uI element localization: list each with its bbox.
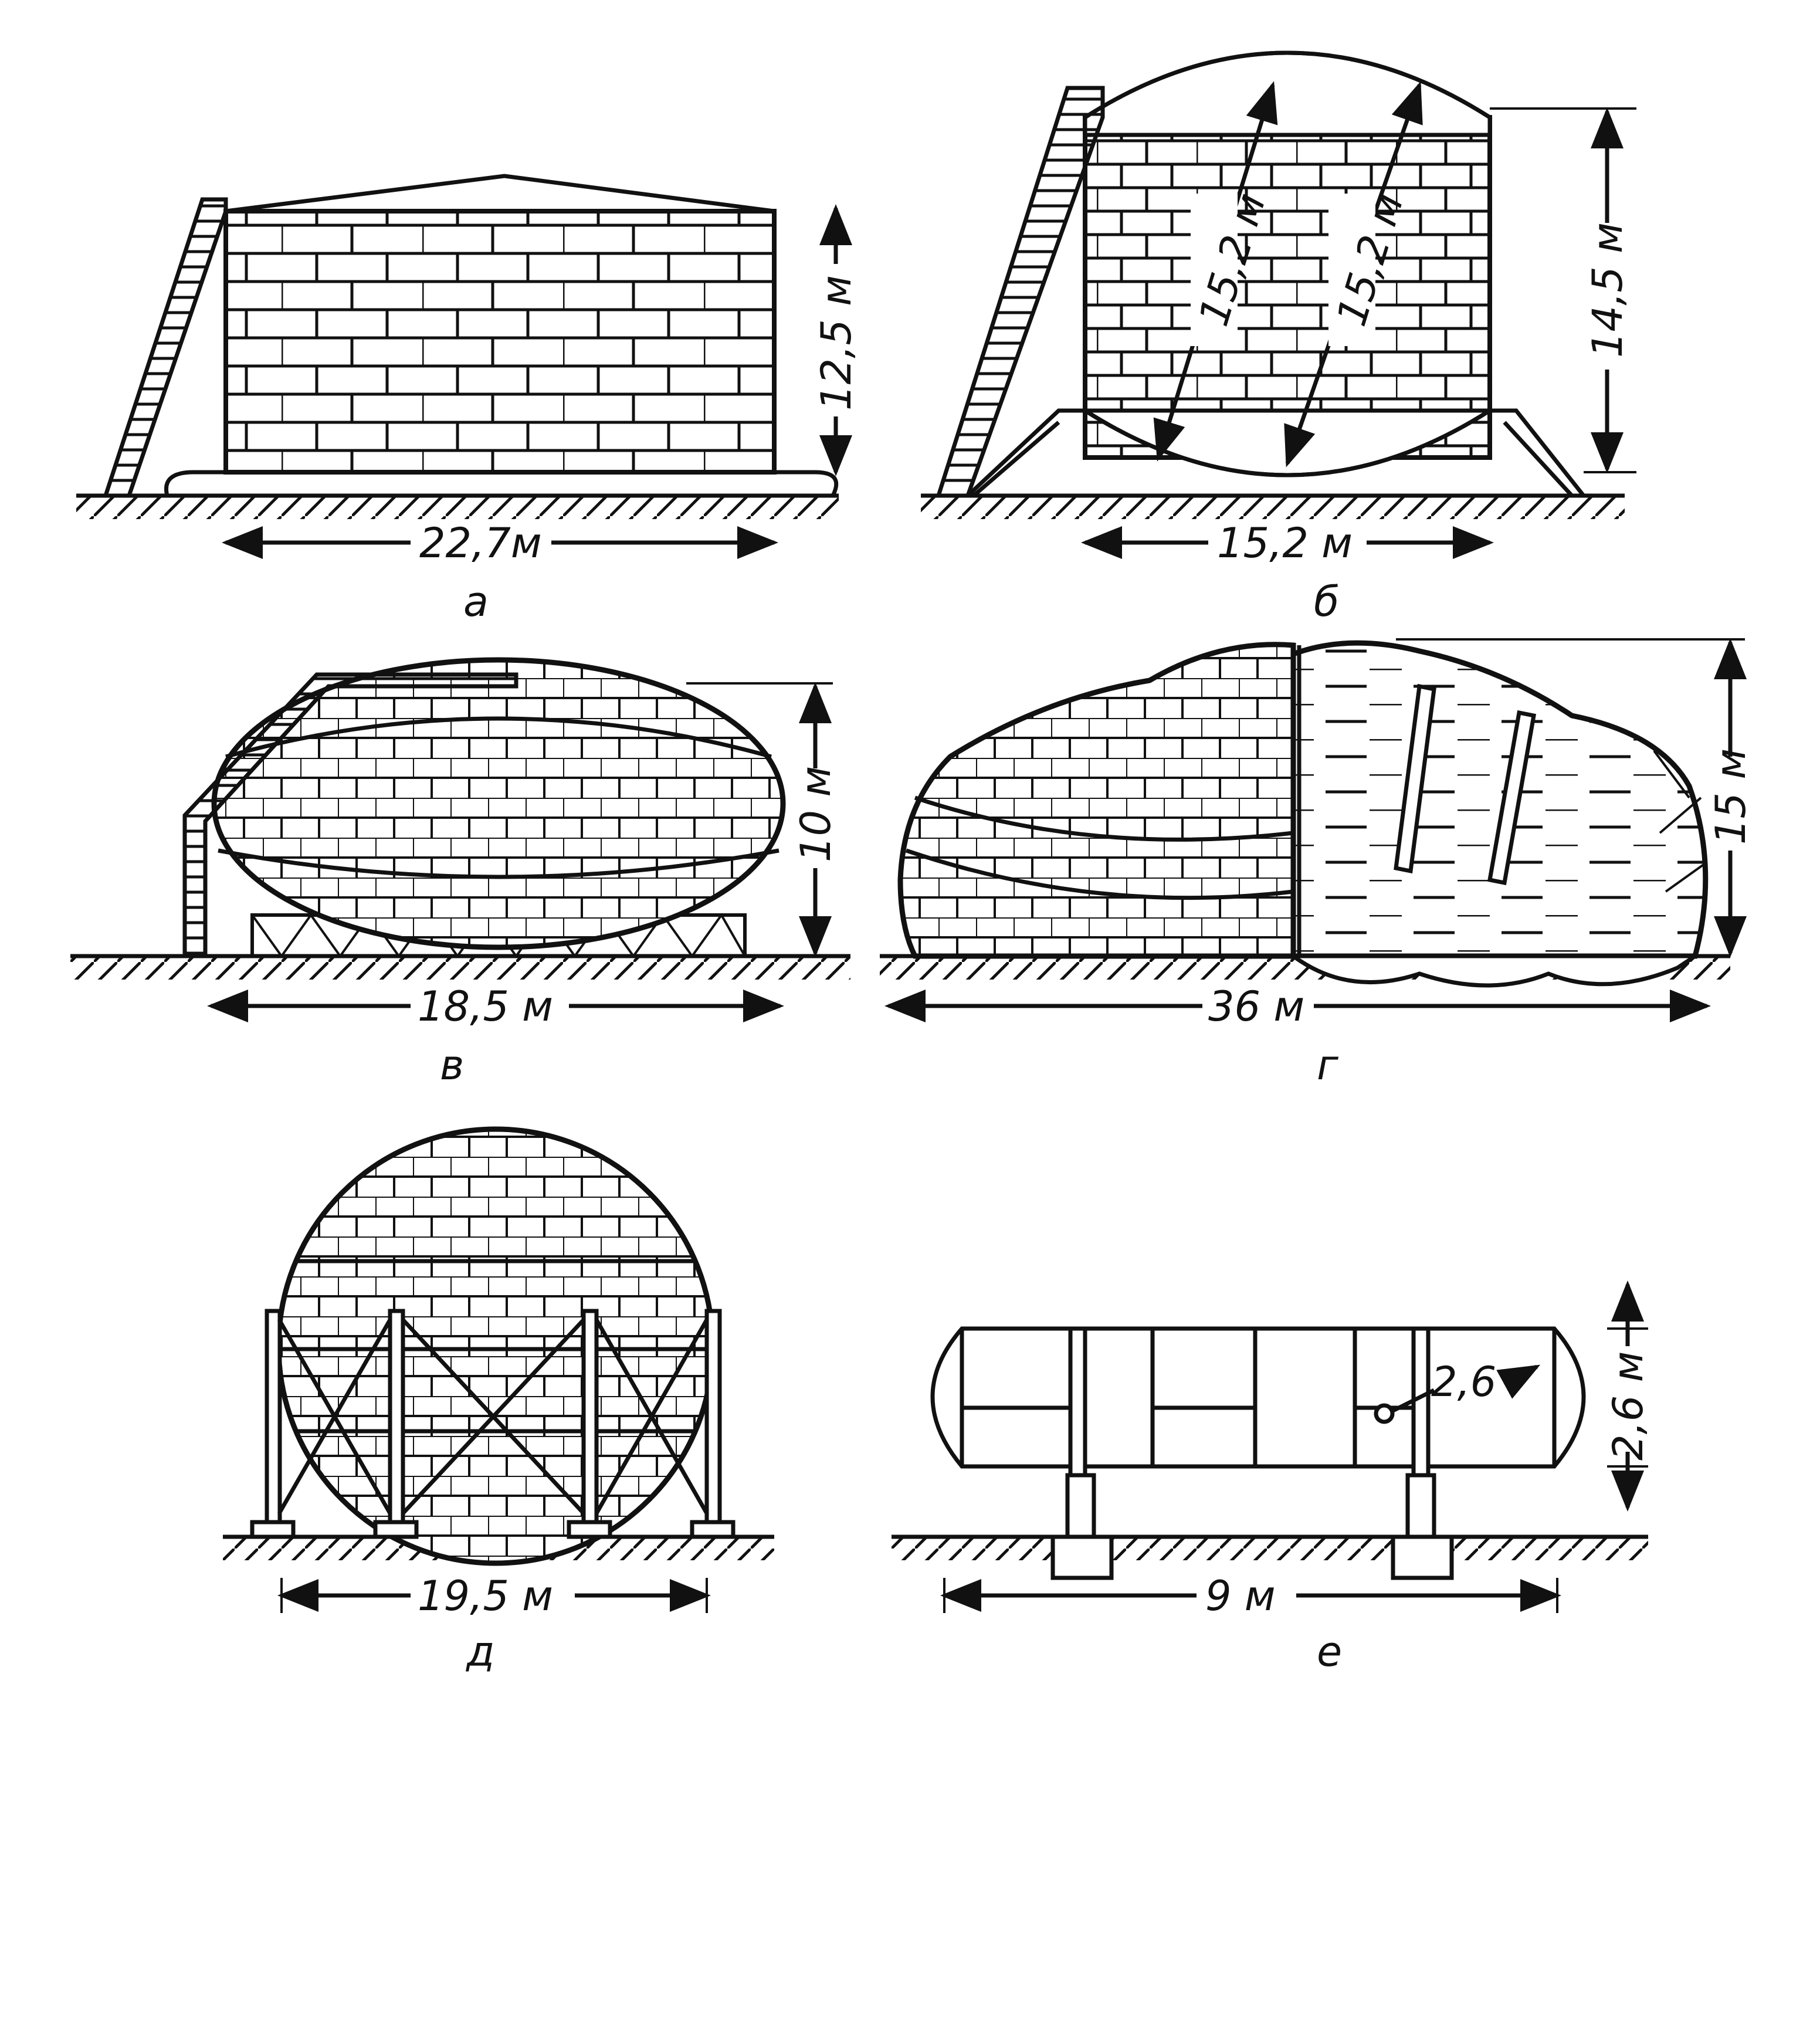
width-gap-e [411,1575,575,1616]
ground-hatch-f [892,1537,1648,1560]
width-gap-d [1202,985,1314,1026]
width-gap-c [411,985,569,1026]
width-label-d: 36 м [1208,982,1304,1031]
width-label-c: 18,5 м [418,982,553,1031]
spheroid-tank-section-d [1290,640,1709,959]
sphere-bands-e [279,1259,713,1434]
width-label-f: 9 м [1205,1572,1276,1620]
height-gap-a [818,264,853,416]
height-label-d: 15 м [1707,748,1755,845]
nozzle-f [1374,1403,1395,1424]
height-label-b: 14,5 м [1584,222,1632,358]
height-gap-b [1587,223,1628,370]
panel-f: 2,6 2,6 м 9 м е [892,1280,1652,1676]
caption-b: б [1314,578,1339,626]
diag1-gap-b [1191,194,1238,346]
height-gap-c [798,768,833,868]
panel-a: 12,5 м 22,7м а [76,174,860,626]
width-label-a: 22,7м [419,519,542,567]
width-label-e: 19,5 м [418,1572,553,1620]
height-label-c: 10 м [792,766,840,862]
cylindrical-tank-b [1083,115,1492,460]
height-label-a: 12,5 м [812,275,860,411]
caption-d: г [1317,1041,1339,1089]
width-gap-f [1197,1575,1296,1616]
caption-a: а [463,578,489,626]
internal-strut-1-d [1394,683,1436,874]
caption-f: е [1317,1628,1342,1676]
height-gap-d [1713,757,1748,851]
support-left-b [966,408,1085,497]
ladder-a [103,197,228,498]
tank-dome-bottom-line-b [1084,409,1491,477]
spherical-tank-e [276,1126,716,1566]
panel-b: 15,2 м 15,2 м 14,5 м 15,2 м б [921,50,1636,626]
width-label-b: 15,2 м [1217,519,1353,567]
height-gap-f [1610,1346,1645,1452]
ground-hatch-a [76,496,839,519]
cylindrical-tank-a [223,209,777,475]
spheroid-tank-exterior-d [897,642,1296,959]
width-gap-a [411,522,551,563]
ground-hatch-c [70,956,850,980]
internal-strut-2-d [1487,710,1537,886]
ladder-b [936,86,1105,498]
tank-dome-top-b [1083,50,1492,137]
panel-c: 10 м 18,5 м в [70,657,850,1089]
caption-e: д [466,1628,494,1676]
diameter-label-f: 2,6 [1431,1358,1496,1406]
panel-e: 19,5 м д [223,1126,774,1676]
truss-d [1653,750,1708,893]
support-legs-e [250,1309,736,1539]
ground-hatch-b [921,496,1625,519]
tank-dome-top-line-b [1084,50,1491,119]
diameter-arrow-f [1496,1364,1541,1399]
spheroid-bands-d [905,795,1294,900]
width-gap-b [1208,522,1367,563]
section-bottom-d [1287,954,1702,988]
spheroid-bands-c [218,716,779,879]
height-label-f: 2,6 м [1604,1351,1652,1461]
panel-d: 15 м 36 м г [880,638,1755,1089]
support-right-b [1490,408,1585,497]
diag2-gap-b [1328,194,1375,346]
ladder-c [182,672,518,958]
tank-roof-a [225,174,775,214]
tank-base-a [164,470,839,498]
caption-c: в [440,1041,464,1089]
nozzle-leader-f [1392,1388,1435,1413]
